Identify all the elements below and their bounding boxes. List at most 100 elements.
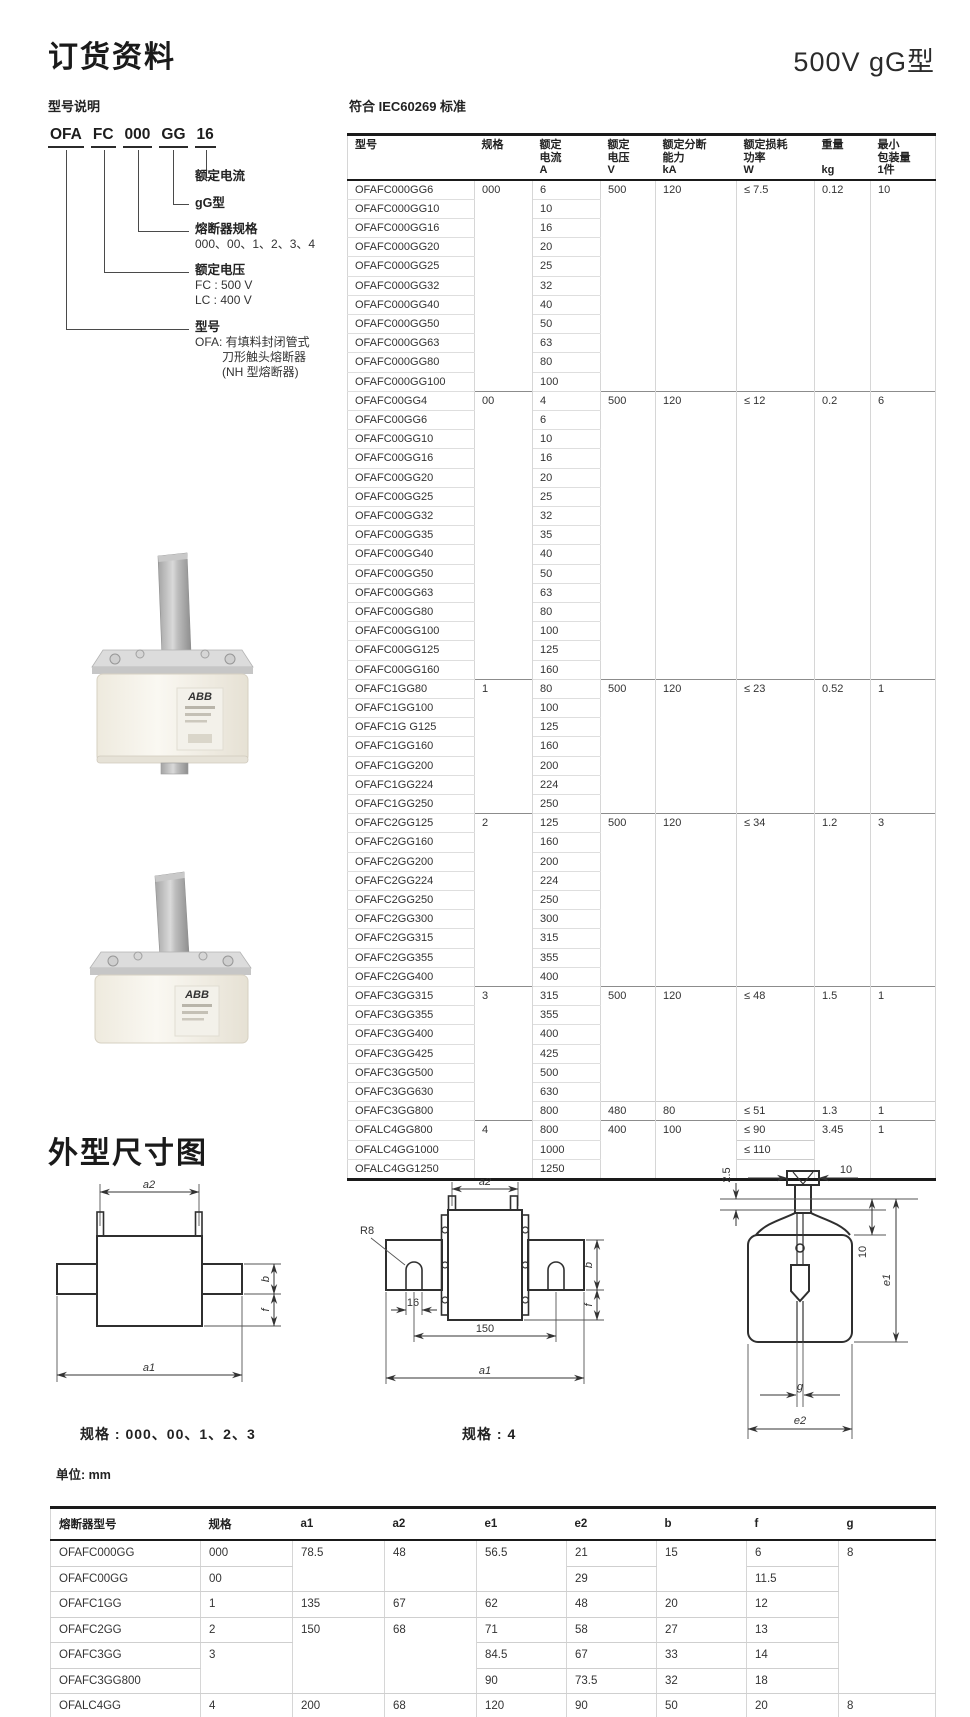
dim-label-16: 16: [407, 1297, 419, 1309]
dim-label-10-v: 10: [857, 1246, 869, 1258]
cell-dimension: OFAFC00GG: [50, 1566, 201, 1592]
cell-dimension: 11.5: [746, 1566, 839, 1592]
page-subtitle: 500V gG型: [793, 47, 935, 77]
cell-current: 160: [532, 736, 601, 757]
dim-label-g: g: [797, 1381, 804, 1393]
cell-model: OFAFC1GG224: [347, 775, 475, 796]
cell-current: 10: [532, 429, 601, 450]
cell-dimension: 21: [566, 1540, 657, 1567]
cell-dimension: 78.5: [292, 1540, 385, 1592]
blade-contact-right: [201, 1263, 243, 1295]
cell-model: OFALC4GG1250: [347, 1159, 475, 1181]
cell-model: OFAFC000GG10: [347, 199, 475, 219]
legend-branch: 熔断器规格 000、00、1、2、3、4: [195, 222, 315, 252]
dimension-figure-spec4: a2 R8 16 150 a1 b f: [360, 1178, 604, 1384]
cell-voltage: 500: [600, 986, 656, 1102]
cell-current: 10: [532, 199, 601, 219]
cell-dimension: 67: [384, 1591, 477, 1618]
cell-dimension: 150: [292, 1617, 385, 1694]
cell-power: ≤ 23: [736, 678, 815, 814]
cell-voltage: 500: [600, 678, 656, 814]
cell-current: 63: [532, 583, 601, 603]
legend-sub: 刀形触头熔断器: [222, 350, 307, 364]
cell-dimension: OFAFC3GG: [50, 1642, 201, 1669]
cell-current: 630: [532, 1082, 601, 1103]
cell-model: OFAFC00GG80: [347, 602, 475, 623]
cell-model: OFAFC1GG200: [347, 756, 475, 776]
code-token: 16: [194, 126, 216, 148]
legend-label: 额定电压: [195, 263, 246, 277]
dim-label-b: b: [260, 1276, 272, 1282]
cell-model: OFAFC00GG125: [347, 640, 475, 661]
cell-pack: 10: [870, 179, 936, 392]
cell-dimension: 12: [746, 1591, 839, 1618]
column-header: b: [656, 1507, 747, 1541]
cell-current: 300: [532, 909, 601, 930]
legend-label: 额定电流: [195, 169, 246, 183]
cell-dimension: 48: [384, 1540, 477, 1592]
column-header: 型号: [347, 134, 475, 181]
cell-dimension: 000: [200, 1540, 293, 1567]
cell-dimension: 13: [746, 1617, 839, 1643]
cell-current: 100: [532, 698, 601, 719]
cell-model: OFAFC1GG250: [347, 794, 475, 815]
cell-current: 1000: [532, 1140, 601, 1160]
legend-branch: 额定电压 FC : 500 V LC : 400 V: [195, 263, 252, 308]
legend-sub: OFA: 有填料封闭管式: [195, 335, 310, 349]
dim-label-e2: e2: [794, 1415, 806, 1427]
cell-model: OFALC4GG1000: [347, 1140, 475, 1160]
cell-current: 16: [532, 448, 601, 469]
cell-spec: 00: [474, 390, 533, 680]
column-header: 规格: [200, 1507, 293, 1541]
cell-current: 200: [532, 756, 601, 776]
cell-model: OFALC4GG800: [347, 1120, 475, 1141]
cell-spec: 000: [474, 179, 533, 392]
brand-mark: ABB: [187, 691, 212, 703]
cell-dimension: 20: [656, 1591, 747, 1618]
cell-power: ≤ 34: [736, 813, 815, 987]
cell-current: 25: [532, 487, 601, 507]
cell-power: ≤ 90: [736, 1120, 815, 1141]
cell-current: 50: [532, 314, 601, 335]
figure-caption-1: 规格 : 000、00、1、2、3: [80, 1426, 256, 1442]
cell-breaking: 120: [655, 390, 737, 680]
cell-dimension: 2: [200, 1617, 293, 1643]
cell-dimension: OFALC4GG: [50, 1693, 201, 1717]
cell-model: OFAFC00GG160: [347, 660, 475, 680]
cell-model: OFAFC00GG32: [347, 506, 475, 527]
cell-model: OFAFC000GG32: [347, 276, 475, 296]
table-row: OFAFC00GG63 63: [347, 583, 936, 603]
cell-voltage: 480: [600, 1101, 656, 1121]
cell-current: 125: [532, 717, 601, 738]
legend-label: 型号: [195, 320, 221, 334]
cell-voltage: 500: [600, 179, 656, 392]
cell-current: 355: [532, 948, 601, 968]
legend-branch: gG型: [195, 196, 225, 211]
cell-dimension: 68: [384, 1693, 477, 1717]
legend-sub: (NH 型熔断器): [222, 365, 299, 379]
cell-current: 400: [532, 967, 601, 988]
cell-pack: 1: [870, 678, 936, 814]
cell-current: 20: [532, 468, 601, 488]
cell-breaking: 100: [655, 1120, 737, 1180]
cell-model: OFAFC000GG100: [347, 372, 475, 392]
cell-model: OFAFC00GG63: [347, 583, 475, 603]
